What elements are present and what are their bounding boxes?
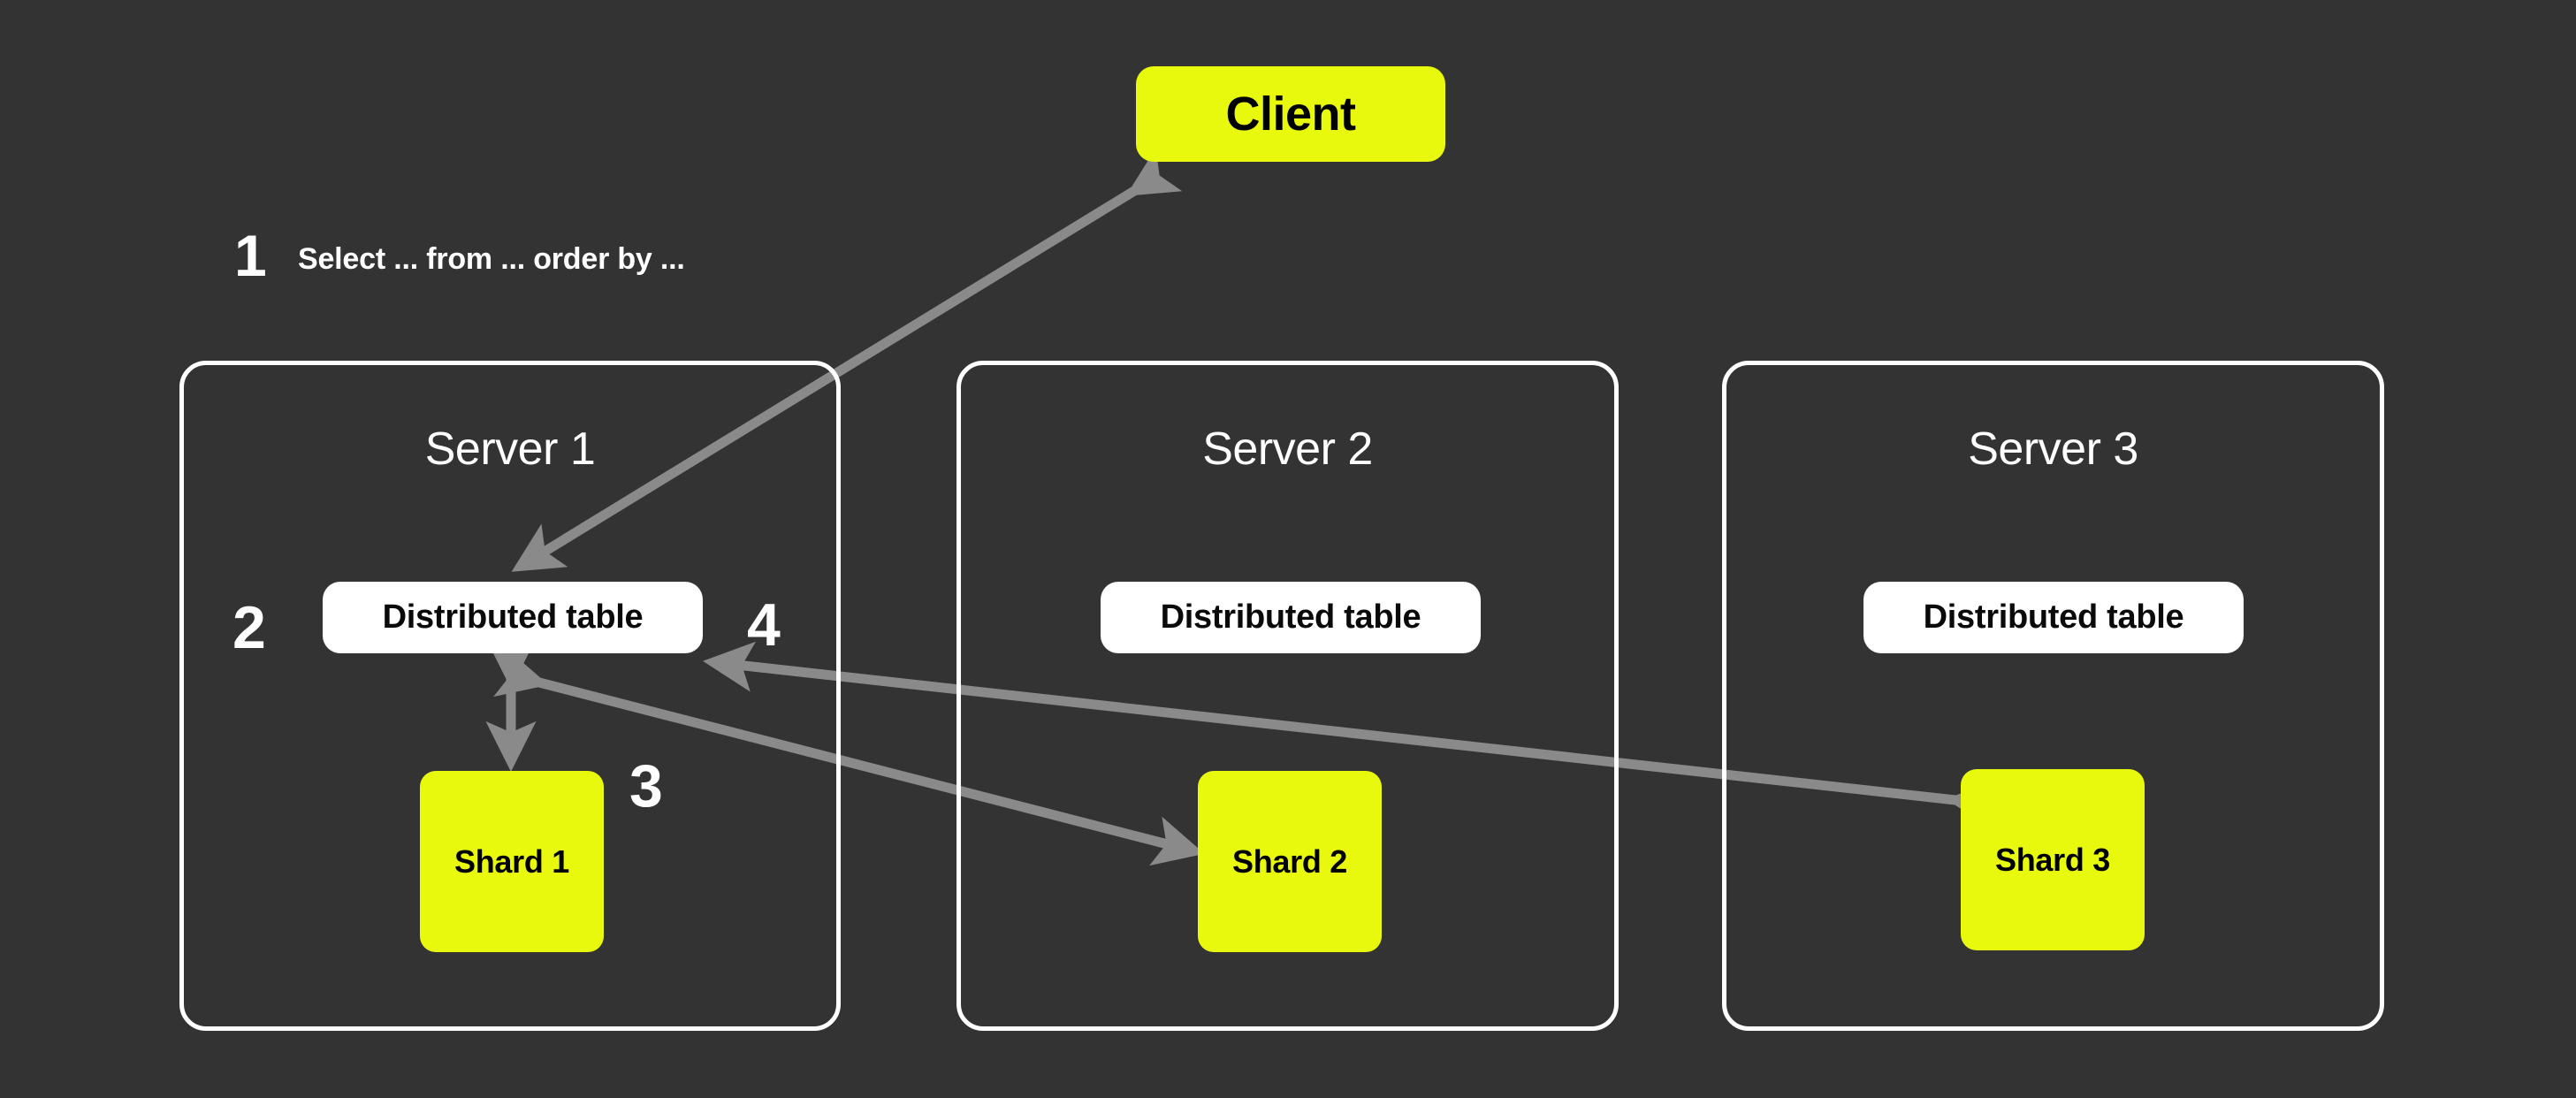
distributed-table-2-label: Distributed table xyxy=(1160,599,1421,636)
edge-shard3-dist1 xyxy=(703,641,2000,830)
shard-1-label: Shard 1 xyxy=(454,843,569,880)
client-node[interactable]: Client xyxy=(1136,66,1445,162)
distributed-table-1-label: Distributed table xyxy=(382,599,644,636)
server-panel-1[interactable] xyxy=(179,361,841,1031)
server-panel-2[interactable] xyxy=(956,361,1619,1031)
distributed-table-3-label: Distributed table xyxy=(1923,599,2184,636)
step-number-4: 4 xyxy=(747,591,781,659)
shard-1[interactable]: Shard 1 xyxy=(420,771,604,952)
shard-3-label: Shard 3 xyxy=(1995,841,2110,878)
server-1-title: Server 1 xyxy=(424,423,596,475)
server-panel-3[interactable] xyxy=(1722,361,2384,1031)
distributed-table-2[interactable]: Distributed table xyxy=(1101,582,1481,653)
step-number-1: 1 xyxy=(234,223,267,288)
server-2-title: Server 2 xyxy=(1202,423,1373,475)
step-number-2: 2 xyxy=(232,594,266,661)
query-caption: Select ... from ... order by ... xyxy=(298,242,685,276)
shard-3[interactable]: Shard 3 xyxy=(1961,769,2145,950)
distributed-table-3[interactable]: Distributed table xyxy=(1863,582,2244,653)
client-label: Client xyxy=(1225,88,1356,141)
step-number-3: 3 xyxy=(629,752,663,820)
distributed-table-1[interactable]: Distributed table xyxy=(323,582,703,653)
server-3-title: Server 3 xyxy=(1968,423,2138,475)
shard-2-label: Shard 2 xyxy=(1232,843,1347,880)
shard-2[interactable]: Shard 2 xyxy=(1198,771,1382,952)
